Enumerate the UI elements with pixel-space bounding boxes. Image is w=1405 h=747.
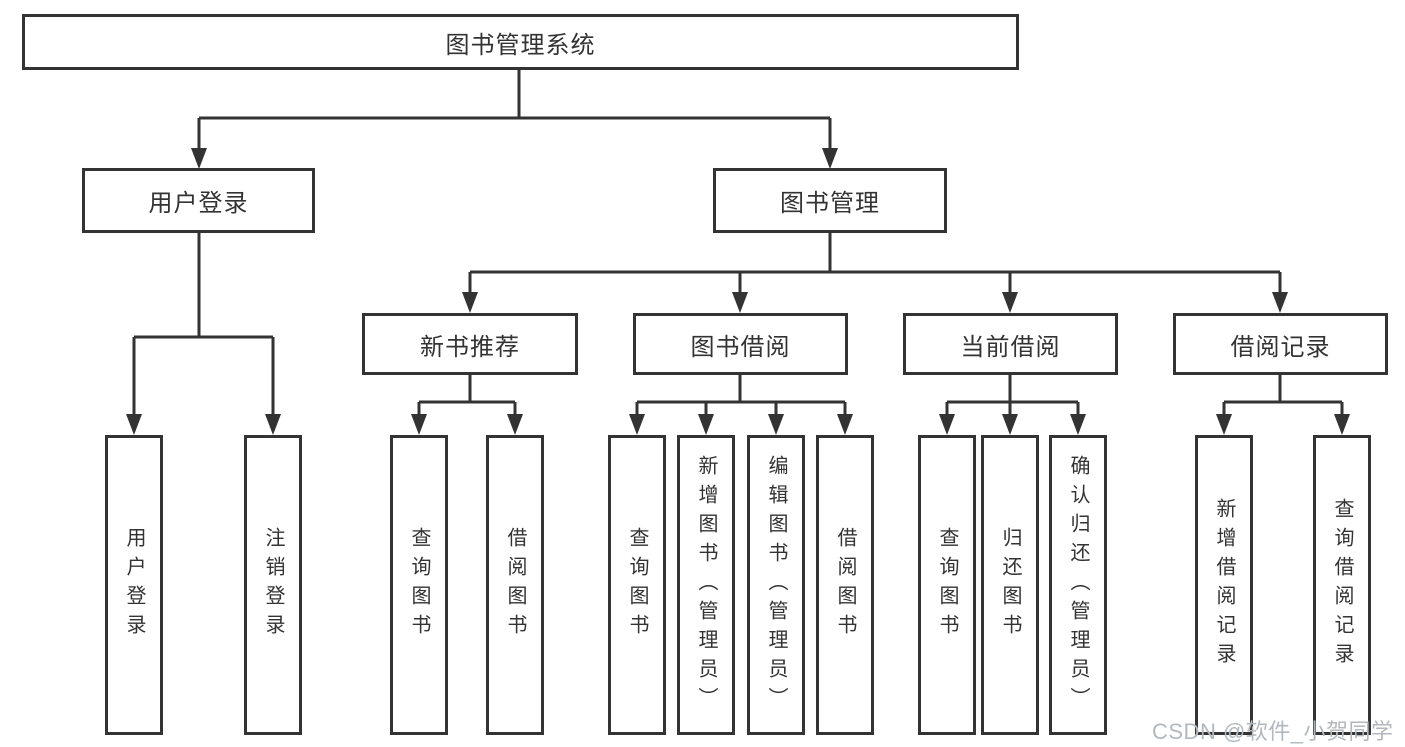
leaf-records-query-record: 查询借阅记录 <box>1313 435 1371 735</box>
leaf-current-return-books: 归还图书 <box>981 435 1039 735</box>
leaf-records-add-record: 新增借阅记录 <box>1195 435 1253 735</box>
node-root-label: 图书管理系统 <box>445 31 596 59</box>
node-new-book-recommend: 新书推荐 <box>362 313 578 375</box>
leaf-recommend-query-books: 查询图书 <box>390 435 448 735</box>
leaf-user-login-label: 用户登录 <box>123 527 145 643</box>
node-root: 图书管理系统 <box>22 14 1019 70</box>
leaf-current-confirm-return-admin: 确认归还（管理员） <box>1049 435 1107 735</box>
leaf-recommend-borrow-books-label: 借阅图书 <box>504 527 526 643</box>
leaf-borrow-query-books-label: 查询图书 <box>626 527 648 643</box>
node-book-borrowing: 图书借阅 <box>633 313 848 375</box>
leaf-logout: 注销登录 <box>244 435 302 735</box>
node-book-management-label: 图书管理 <box>780 190 880 217</box>
node-current-borrowing: 当前借阅 <box>903 313 1118 375</box>
leaf-user-login: 用户登录 <box>105 435 163 735</box>
leaf-borrow-add-books-admin: 新增图书（管理员） <box>677 435 735 735</box>
leaf-records-add-record-label: 新增借阅记录 <box>1213 498 1235 672</box>
node-user-login: 用户登录 <box>82 168 315 233</box>
node-new-book-recommend-label: 新书推荐 <box>420 333 520 361</box>
node-user-login-label: 用户登录 <box>148 190 249 217</box>
leaf-borrow-add-books-admin-label: 新增图书（管理员） <box>695 454 717 716</box>
leaf-borrow-query-books: 查询图书 <box>608 435 666 735</box>
node-borrowing-records: 借阅记录 <box>1173 313 1388 375</box>
node-borrowing-records-label: 借阅记录 <box>1230 333 1331 361</box>
leaf-borrow-edit-books-admin-label: 编辑图书（管理员） <box>765 454 787 716</box>
node-current-borrowing-label: 当前借阅 <box>960 333 1061 361</box>
leaf-borrow-edit-books-admin: 编辑图书（管理员） <box>747 435 805 735</box>
node-book-management: 图书管理 <box>713 168 947 233</box>
leaf-current-query-books-label: 查询图书 <box>936 527 958 643</box>
leaf-current-confirm-return-admin-label: 确认归还（管理员） <box>1067 454 1089 716</box>
leaf-current-return-books-label: 归还图书 <box>999 527 1021 643</box>
leaf-logout-label: 注销登录 <box>262 527 284 643</box>
leaf-records-query-record-label: 查询借阅记录 <box>1331 498 1353 672</box>
leaf-borrow-borrow-books-label: 借阅图书 <box>834 527 856 643</box>
leaf-borrow-borrow-books: 借阅图书 <box>816 435 874 735</box>
leaf-current-query-books: 查询图书 <box>918 435 976 735</box>
watermark-text: CSDN @软件_小贺同学 <box>1152 719 1394 744</box>
leaf-recommend-query-books-label: 查询图书 <box>408 527 430 643</box>
leaf-recommend-borrow-books: 借阅图书 <box>486 435 544 735</box>
node-book-borrowing-label: 图书借阅 <box>690 333 791 361</box>
